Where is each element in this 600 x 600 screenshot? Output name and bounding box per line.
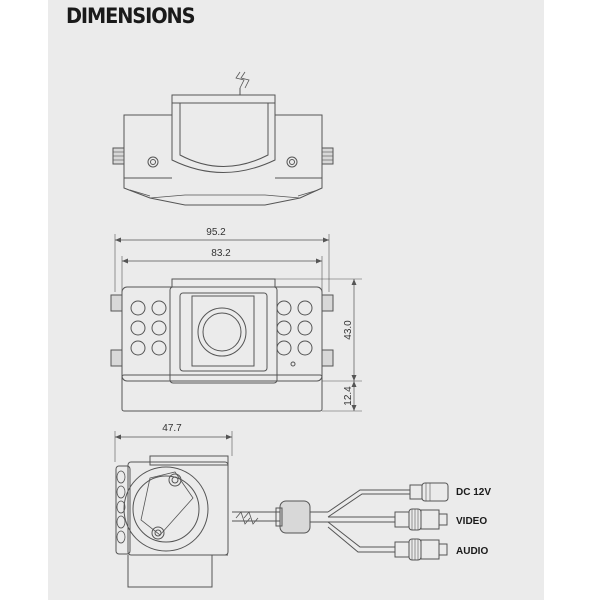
dim-height: 43.0 <box>343 320 354 340</box>
drawing-sheet <box>48 0 544 600</box>
front-view <box>110 234 362 412</box>
dim-depth: 47.7 <box>162 423 182 434</box>
side-view <box>114 431 449 588</box>
connector-label-audio: AUDIO <box>456 546 488 557</box>
dim-base-height: 12.4 <box>343 386 354 406</box>
page-title: DIMENSIONS <box>66 4 195 28</box>
dim-overall-width: 95.2 <box>206 227 226 238</box>
dim-inner-width: 83.2 <box>211 248 231 259</box>
connector-label-dc: DC 12V <box>456 487 491 498</box>
top-view <box>112 71 334 206</box>
connector-label-video: VIDEO <box>456 516 487 527</box>
